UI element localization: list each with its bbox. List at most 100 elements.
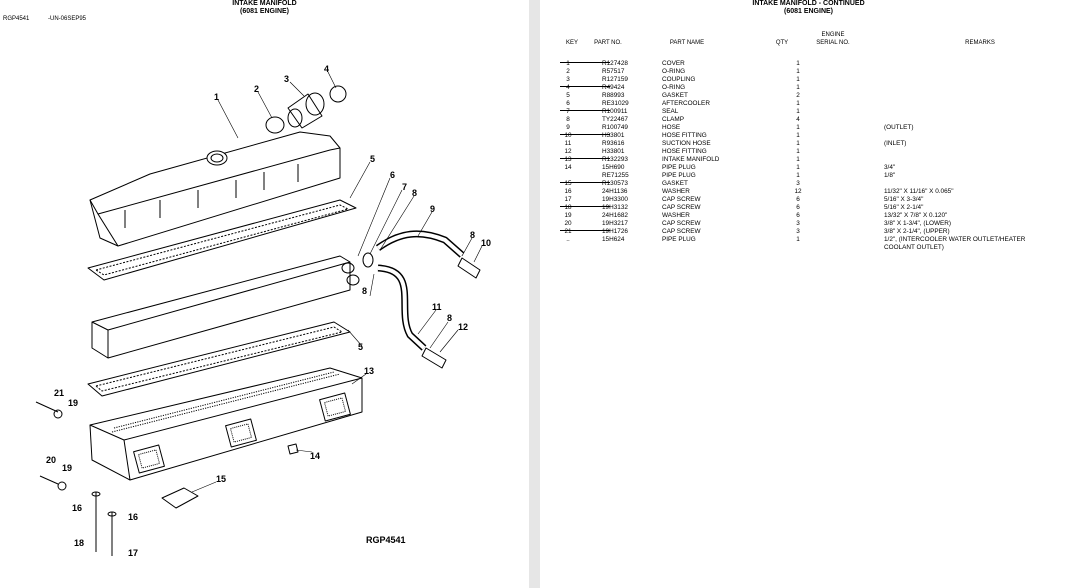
outlet-hose-part	[375, 230, 465, 258]
flange-gasket-part	[161, 487, 199, 509]
cell-key: 18	[564, 204, 572, 211]
callout-4: 4	[324, 64, 329, 74]
cell-name: HOSE	[662, 124, 681, 131]
cell-qty: 1	[796, 108, 800, 115]
callout-16a: 16	[72, 503, 82, 513]
cell-name: HOSE FITTING	[662, 148, 707, 155]
cell-name: PIPE PLUG	[662, 164, 696, 171]
cell-name: COVER	[662, 60, 685, 67]
cell-part-no: R100911	[602, 108, 628, 115]
callout-10: 10	[481, 238, 491, 248]
cell-name: CLAMP	[662, 116, 685, 123]
cell-qty: 3	[796, 228, 800, 235]
cell-name: GASKET	[662, 92, 688, 99]
cell-part-no: H33801	[602, 132, 625, 139]
cell-qty: 6	[796, 196, 800, 203]
cell-qty: 1	[796, 76, 800, 83]
callout-18: 18	[74, 538, 84, 548]
parts-list-subtitle: (6081 ENGINE)	[783, 8, 834, 15]
callout-19b: 19	[62, 463, 72, 473]
cell-key: 12	[564, 148, 572, 155]
cell-remarks: (OUTLET)	[884, 124, 914, 131]
cell-remarks: 1/8"	[884, 172, 896, 179]
cell-key: 20	[564, 220, 572, 227]
callout-numbers: 1 2 3 4 5 6 7 8 9 8 10 8 5 11 8 12 13 21…	[46, 64, 491, 558]
cell-name: SUCTION HOSE	[662, 140, 711, 147]
cell-key: 21	[564, 228, 572, 235]
cell-key: 10	[564, 132, 572, 139]
col-remarks: REMARKS	[965, 40, 995, 46]
callout-8b: 8	[470, 230, 475, 240]
cell-qty: 1	[796, 132, 800, 139]
cell-name: INTAKE MANIFOLD	[662, 156, 720, 163]
callout-8c: 8	[362, 286, 367, 296]
cell-name: WASHER	[662, 212, 690, 219]
cell-part-no: 19H3217	[602, 220, 628, 227]
col-engine-line1: ENGINE	[821, 32, 845, 38]
cell-remarks: 3/8" X 2-1/4", (UPPER)	[884, 228, 950, 235]
group-rule	[560, 86, 610, 87]
parts-list-title: INTAKE MANIFOLD - CONTINUED	[752, 0, 865, 7]
cell-key: 8	[566, 116, 570, 123]
callout-7: 7	[402, 182, 407, 192]
cell-qty: 1	[796, 100, 800, 107]
figure-label: RGP4541	[366, 535, 406, 545]
cell-key: 14	[564, 164, 572, 171]
cell-part-no: R100749	[602, 124, 628, 131]
callout-15: 15	[216, 474, 226, 484]
aftercooler-part	[91, 255, 360, 359]
cell-name: WASHER	[662, 188, 690, 195]
cell-part-no: 24H1136	[602, 188, 628, 195]
cell-qty: 4	[796, 116, 800, 123]
cover-part	[89, 131, 341, 247]
figure-ref-date: -UN-06SEP95	[48, 16, 87, 22]
cell-qty: 1	[796, 156, 800, 163]
parts-list-page: INTAKE MANIFOLD - CONTINUED (6081 ENGINE…	[540, 0, 1077, 588]
callout-8a: 8	[412, 188, 417, 198]
cell-name: CAP SCREW	[662, 220, 701, 227]
cell-qty: 1	[796, 60, 800, 67]
cell-part-no: TY22467	[602, 116, 628, 123]
outlet-hose-fitting-part	[457, 257, 481, 279]
cell-remarks: 13/32" X 7/8" X 0.120"	[884, 212, 948, 219]
cell-part-no: H33801	[602, 148, 625, 155]
cell-part-no: R127159	[602, 76, 628, 83]
cell-key: 3	[566, 76, 570, 83]
seal-part	[362, 252, 374, 268]
cell-part-no: RE71255	[602, 172, 629, 179]
callout-12: 12	[458, 322, 468, 332]
cell-part-no: 19H1726	[602, 228, 628, 235]
cell-key: 5	[566, 92, 570, 99]
table-row: 8 TY22467 CLAMP 4	[558, 116, 1068, 124]
cell-qty: 1	[796, 124, 800, 131]
cell-qty: 1	[796, 236, 800, 243]
cell-key: 19	[564, 212, 572, 219]
cell-part-no: RE31029	[602, 100, 629, 107]
cell-remarks: 11/32" X 11/16" X 0.065"	[884, 188, 954, 195]
group-rule	[560, 230, 610, 231]
group-rule	[560, 110, 610, 111]
cell-remarks: 5/16" X 2-1/4"	[884, 204, 924, 211]
cap-screws-group	[35, 401, 117, 556]
cell-part-no: 19H3132	[602, 204, 628, 211]
group-rule	[560, 134, 610, 135]
callout-14: 14	[310, 451, 320, 461]
cell-qty: 1	[796, 140, 800, 147]
diagram-subtitle: (6081 ENGINE)	[239, 8, 290, 15]
cell-part-no: R132293	[602, 156, 628, 163]
cell-name: COUPLING	[662, 76, 696, 83]
cell-name: O-RING	[662, 84, 686, 91]
